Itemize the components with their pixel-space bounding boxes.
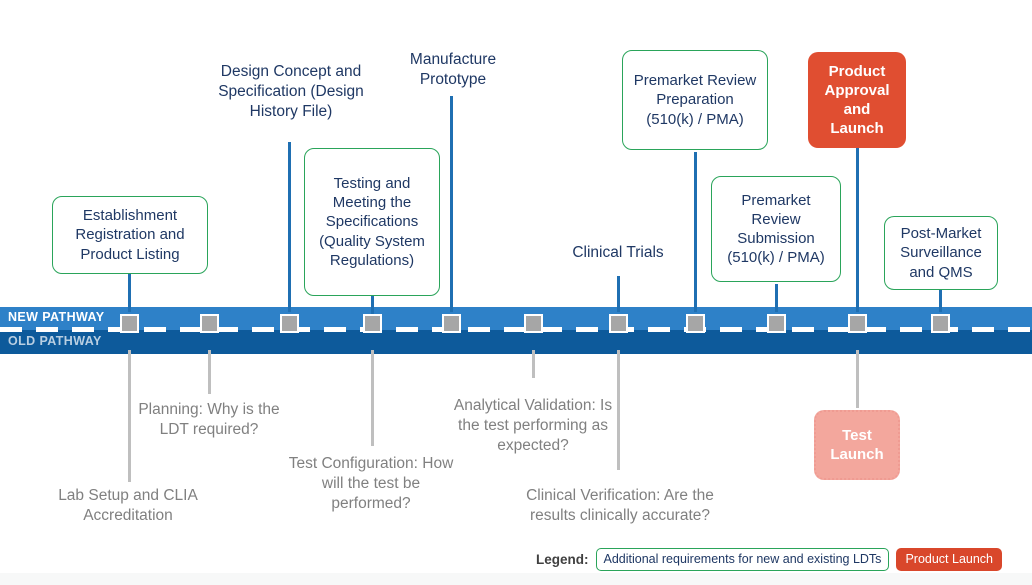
connector-lab-setup-clia: [127, 350, 131, 482]
legend: Legend: Additional requirements for new …: [536, 548, 1002, 571]
old-pathway-band: [0, 330, 1032, 354]
node-label: Test Launch: [830, 426, 884, 463]
node-label: Lab Setup and CLIA Accreditation: [58, 487, 198, 524]
connector-analytical-validation: [531, 350, 535, 378]
connector-test-launch: [855, 350, 859, 408]
timeline-marker[interactable]: [441, 314, 461, 333]
timeline-marker[interactable]: [685, 314, 705, 333]
connector-post-market-surveillance: [938, 290, 942, 312]
node-label: Clinical Verification: Are the results c…: [526, 487, 714, 524]
node-product-approval-launch[interactable]: Product Approval and Launch: [808, 52, 906, 148]
node-label: Design Concept and Specification (Design…: [218, 63, 364, 120]
node-lab-setup-clia: Lab Setup and CLIA Accreditation: [28, 482, 228, 530]
node-planning: Planning: Why is the LDT required?: [128, 396, 290, 444]
legend-item-additional-requirements[interactable]: Additional requirements for new and exis…: [595, 548, 890, 571]
node-post-market-surveillance[interactable]: Post-Market Surveillance and QMS: [884, 216, 998, 290]
node-clinical-verification: Clinical Verification: Are the results c…: [522, 470, 718, 542]
node-establishment-registration[interactable]: Establishment Registration and Product L…: [52, 196, 208, 274]
node-analytical-validation: Analytical Validation: Is the test perfo…: [448, 378, 618, 474]
node-label: Post-Market Surveillance and QMS: [900, 225, 982, 281]
node-label: Manufacture Prototype: [409, 51, 497, 88]
footer-strip: [0, 573, 1032, 585]
legend-item-product-launch[interactable]: Product Launch: [896, 548, 1002, 571]
new-pathway-label: NEW PATHWAY: [8, 310, 105, 324]
timeline-marker[interactable]: [279, 314, 299, 333]
node-label: Product Approval and Launch: [824, 62, 890, 138]
connector-testing-meeting-specifications: [370, 296, 374, 316]
connector-test-configuration: [370, 350, 374, 446]
connector-clinical-verification: [616, 350, 620, 470]
node-premarket-review-preparation[interactable]: Premarket Review Preparation (510(k) / P…: [622, 50, 768, 150]
node-label: Analytical Validation: Is the test perfo…: [453, 397, 613, 454]
node-testing-meeting-specifications[interactable]: Testing and Meeting the Specifications (…: [304, 148, 440, 296]
connector-planning: [207, 350, 211, 394]
legend-title: Legend:: [536, 552, 589, 567]
connector-clinical-trials: [616, 276, 620, 312]
node-label: Testing and Meeting the Specifications (…: [319, 175, 425, 269]
node-label: Premarket Review Preparation (510(k) / P…: [633, 72, 757, 128]
node-label: Test Configuration: How will the test be…: [288, 455, 454, 512]
node-label: Planning: Why is the LDT required?: [138, 401, 280, 438]
timeline-marker[interactable]: [930, 314, 950, 333]
timeline-marker[interactable]: [119, 314, 139, 333]
node-test-launch[interactable]: Test Launch: [814, 410, 900, 480]
timeline-marker[interactable]: [199, 314, 219, 333]
timeline-marker[interactable]: [608, 314, 628, 333]
old-pathway-label: OLD PATHWAY: [8, 334, 102, 348]
timeline-marker[interactable]: [523, 314, 543, 333]
connector-manufacture-prototype: [449, 96, 453, 312]
node-test-configuration: Test Configuration: How will the test be…: [288, 448, 454, 520]
connector-establishment-registration: [127, 272, 131, 312]
node-manufacture-prototype: Manufacture Prototype: [392, 46, 514, 94]
timeline-marker[interactable]: [847, 314, 867, 333]
connector-design-concept: [287, 142, 291, 312]
node-label: Clinical Trials: [572, 244, 664, 262]
node-premarket-review-submission[interactable]: Premarket Review Submission (510(k) / PM…: [711, 176, 841, 282]
pathway-divider-dashed-line: [0, 327, 1032, 332]
pathway-band: NEW PATHWAY OLD PATHWAY: [0, 307, 1032, 354]
connector-premarket-review-submission: [774, 284, 778, 312]
connector-premarket-review-preparation: [693, 152, 697, 312]
connector-product-approval-launch: [855, 148, 859, 312]
timeline-marker[interactable]: [766, 314, 786, 333]
node-clinical-trials: Clinical Trials: [567, 230, 669, 276]
timeline-marker[interactable]: [362, 314, 382, 333]
node-label: Establishment Registration and Product L…: [75, 207, 185, 263]
node-design-concept: Design Concept and Specification (Design…: [216, 44, 366, 140]
node-label: Premarket Review Submission (510(k) / PM…: [727, 191, 825, 267]
